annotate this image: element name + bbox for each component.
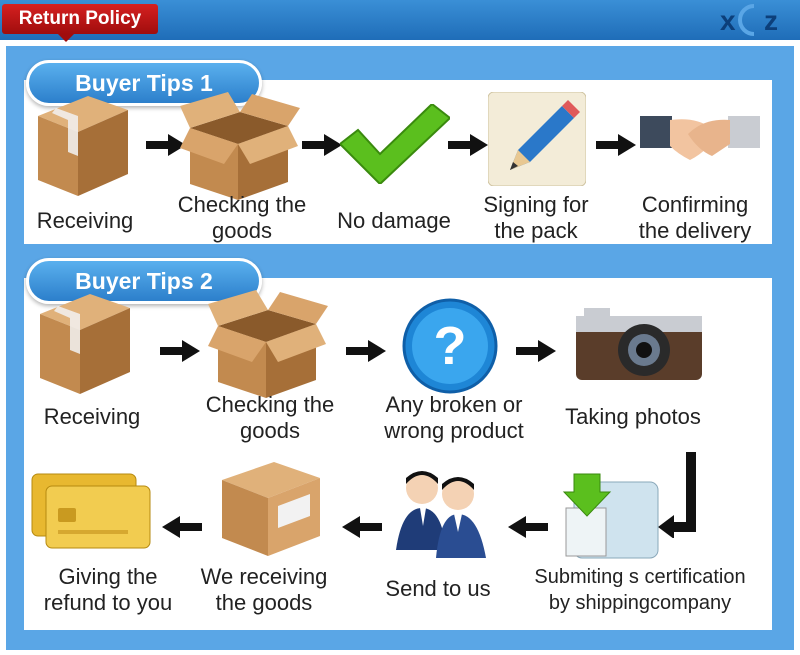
tab-pointer (58, 34, 74, 42)
step-label: Receiving (43, 404, 141, 429)
credit-card-icon (31, 473, 151, 549)
handshake-icon (640, 116, 760, 160)
arrow-right-icon (516, 340, 556, 362)
download-document-icon (562, 473, 659, 559)
box-label-icon (222, 462, 320, 556)
arrow-right-icon (346, 340, 386, 362)
svg-text:x: x (720, 5, 736, 36)
step-label: Receiving (36, 208, 134, 233)
arrow-left-icon (508, 516, 548, 538)
box-open-icon (208, 290, 328, 398)
box-closed-icon (38, 96, 128, 196)
svg-text:?: ? (434, 316, 467, 376)
brand-logo-icon: x z (720, 4, 778, 36)
pencil-icon (488, 92, 586, 186)
step-label: Taking photos (565, 404, 701, 429)
arrow-corner-icon (658, 452, 696, 538)
support-agents-icon (396, 471, 486, 558)
arrow-right-icon (160, 340, 200, 362)
buyer-tips-2-title: Buyer Tips 2 (26, 258, 262, 304)
arrow-right-icon (448, 134, 488, 156)
step-label: No damage (337, 208, 451, 233)
arrow-left-icon (162, 516, 202, 538)
return-policy-tab[interactable]: Return Policy (2, 4, 158, 34)
checkmark-icon (340, 104, 450, 184)
box-closed-icon (40, 294, 130, 394)
box-open-icon (180, 92, 300, 200)
svg-text:z: z (764, 5, 778, 36)
arrow-right-icon (596, 134, 636, 156)
question-icon: ? (402, 298, 498, 394)
camera-icon (576, 308, 702, 380)
arrow-left-icon (342, 516, 382, 538)
step-label: Send to us (385, 576, 491, 601)
arrow-right-icon (302, 134, 342, 156)
